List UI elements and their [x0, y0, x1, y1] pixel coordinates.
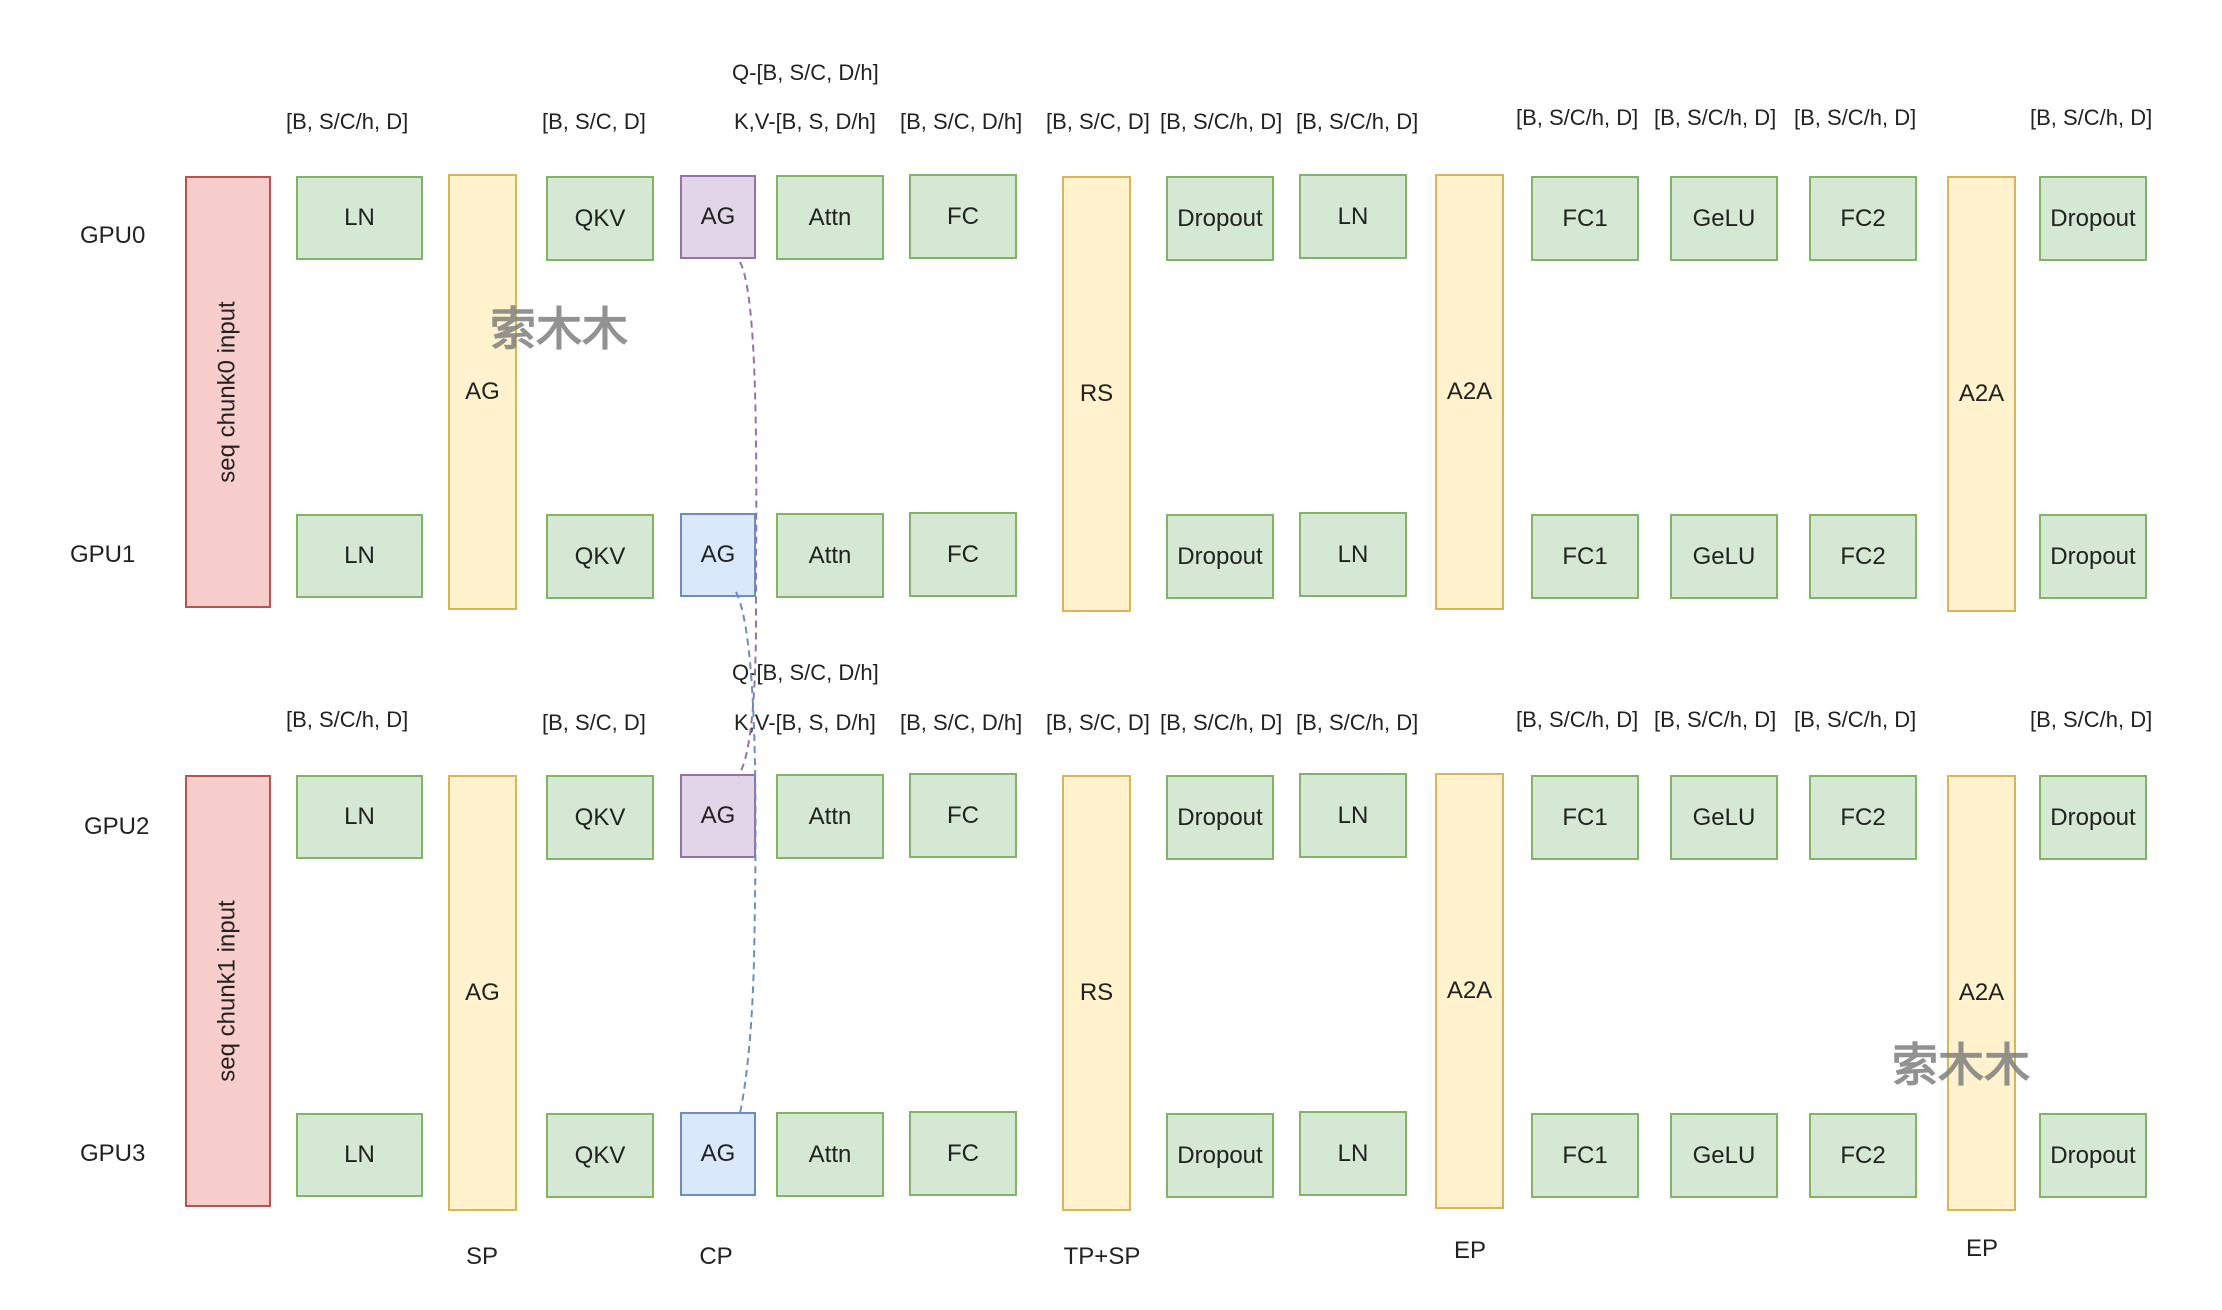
- shape-fc-in-g2: [B, S/C, D/h]: [900, 710, 1023, 735]
- a2a-2-g1: A2A: [1947, 176, 2016, 612]
- label-ep-1: EP: [1453, 1237, 1486, 1264]
- gpu0-dropout: Dropout: [1166, 176, 1274, 261]
- gpu1-label: GPU1: [70, 541, 136, 568]
- gpu3-dropout2: Dropout: [2039, 1113, 2147, 1198]
- gpu3-fc2: FC2: [1809, 1113, 1917, 1198]
- shape-ln-in-g2: [B, S/C/h, D]: [286, 707, 409, 732]
- shape-qkv-in-g1: [B, S/C, D]: [542, 109, 646, 134]
- gpu2-ln: LN: [296, 775, 423, 859]
- shape-q-g1: Q-[B, S/C, D/h]: [732, 60, 879, 85]
- gpu2-qkv: QKV: [546, 775, 654, 860]
- gpu2-gelu: GeLU: [1670, 775, 1778, 860]
- shape-dropout-in-g1: [B, S/C/h, D]: [1160, 109, 1283, 134]
- shape-ln2-in-g2: [B, S/C/h, D]: [1296, 710, 1419, 735]
- gpu1-ln2: LN: [1299, 512, 1407, 597]
- gpu0-gelu: GeLU: [1670, 176, 1778, 261]
- sp-allgather-g2: AG: [448, 775, 517, 1211]
- label-tp-sp: TP+SP: [1063, 1243, 1141, 1270]
- gpu0-ln2: LN: [1299, 174, 1407, 259]
- shape-fc2-in-g1: [B, S/C/h, D]: [1794, 105, 1917, 130]
- gpu1-fc1: FC1: [1531, 514, 1639, 599]
- gpu2-ln2: LN: [1299, 773, 1407, 858]
- gpu3-label: GPU3: [80, 1140, 146, 1167]
- watermark-2: 索木木: [1892, 1038, 2030, 1092]
- gpu0-ln: LN: [296, 176, 423, 260]
- gpu2-label: GPU2: [84, 813, 150, 840]
- shape-out-g1: [B, S/C/h, D]: [2030, 105, 2153, 130]
- label-sp: SP: [465, 1243, 498, 1270]
- sp-allgather-g1: AG: [448, 174, 517, 610]
- shape-gelu-in-g1: [B, S/C/h, D]: [1654, 105, 1777, 130]
- label-ep-2: EP: [1965, 1235, 1998, 1262]
- gpu3-gelu: GeLU: [1670, 1113, 1778, 1198]
- a2a-1-g2: A2A: [1435, 773, 1504, 1209]
- shape-fc2-in-g2: [B, S/C/h, D]: [1794, 707, 1917, 732]
- gpu1-ln: LN: [296, 514, 423, 598]
- gpu1-gelu: GeLU: [1670, 514, 1778, 599]
- gpu3-cp-allgather: AG: [680, 1112, 756, 1196]
- gpu3-ln: LN: [296, 1113, 423, 1197]
- shape-kv-g1: K,V-[B, S, D/h]: [734, 109, 876, 134]
- seq-chunk0-label: seq chunk0 input: [214, 301, 241, 483]
- gpu0-cp-allgather: AG: [680, 175, 756, 259]
- gpu3-ln2: LN: [1299, 1111, 1407, 1196]
- gpu1-attn: Attn: [776, 513, 884, 598]
- gpu3-dropout: Dropout: [1166, 1113, 1274, 1198]
- shape-rs-out-g1: [B, S/C, D]: [1046, 109, 1150, 134]
- gpu1-qkv: QKV: [546, 514, 654, 599]
- gpu1-cp-allgather: AG: [680, 513, 756, 597]
- gpu2-fc1: FC1: [1531, 775, 1639, 860]
- gpu1-dropout2: Dropout: [2039, 514, 2147, 599]
- gpu2-dropout2: Dropout: [2039, 775, 2147, 860]
- gpu0-fc1: FC1: [1531, 176, 1639, 261]
- seq-chunk0-input: seq chunk0 input: [185, 176, 271, 608]
- gpu2-dropout: Dropout: [1166, 775, 1274, 860]
- gpu0-dropout2: Dropout: [2039, 176, 2147, 261]
- gpu0-attn: Attn: [776, 175, 884, 260]
- a2a-2-g2: A2A: [1947, 775, 2016, 1211]
- shape-q-g2: Q-[B, S/C, D/h]: [732, 660, 879, 685]
- gpu0-qkv: QKV: [546, 176, 654, 261]
- seq-chunk1-input: seq chunk1 input: [185, 775, 271, 1207]
- gpu3-fc: FC: [909, 1111, 1017, 1196]
- gpu3-fc1: FC1: [1531, 1113, 1639, 1198]
- gpu1-dropout: Dropout: [1166, 514, 1274, 599]
- rs-g1: RS: [1062, 176, 1131, 612]
- shape-qkv-in-g2: [B, S/C, D]: [542, 710, 646, 735]
- gpu0-label: GPU0: [80, 222, 146, 249]
- gpu1-fc2: FC2: [1809, 514, 1917, 599]
- gpu2-fc: FC: [909, 773, 1017, 858]
- gpu0-fc: FC: [909, 174, 1017, 259]
- shape-fc1-in-g1: [B, S/C/h, D]: [1516, 105, 1639, 130]
- a2a-1-g1: A2A: [1435, 174, 1504, 610]
- gpu3-attn: Attn: [776, 1112, 884, 1197]
- gpu1-fc: FC: [909, 512, 1017, 597]
- gpu2-fc2: FC2: [1809, 775, 1917, 860]
- watermark-1: 索木木: [490, 302, 628, 356]
- shape-out-g2: [B, S/C/h, D]: [2030, 707, 2153, 732]
- gpu3-qkv: QKV: [546, 1113, 654, 1198]
- shape-fc-in-g1: [B, S/C, D/h]: [900, 109, 1023, 134]
- rs-g2: RS: [1062, 775, 1131, 1211]
- seq-chunk1-label: seq chunk1 input: [214, 900, 241, 1082]
- shape-ln2-in-g1: [B, S/C/h, D]: [1296, 109, 1419, 134]
- shape-fc1-in-g2: [B, S/C/h, D]: [1516, 707, 1639, 732]
- shape-dropout-in-g2: [B, S/C/h, D]: [1160, 710, 1283, 735]
- gpu2-attn: Attn: [776, 774, 884, 859]
- shape-rs-out-g2: [B, S/C, D]: [1046, 710, 1150, 735]
- shape-kv-g2: K,V-[B, S, D/h]: [734, 710, 876, 735]
- shape-gelu-in-g2: [B, S/C/h, D]: [1654, 707, 1777, 732]
- label-cp: CP: [699, 1243, 733, 1270]
- gpu0-fc2: FC2: [1809, 176, 1917, 261]
- shape-ln-in-g1: [B, S/C/h, D]: [286, 109, 409, 134]
- gpu2-cp-allgather: AG: [680, 774, 756, 858]
